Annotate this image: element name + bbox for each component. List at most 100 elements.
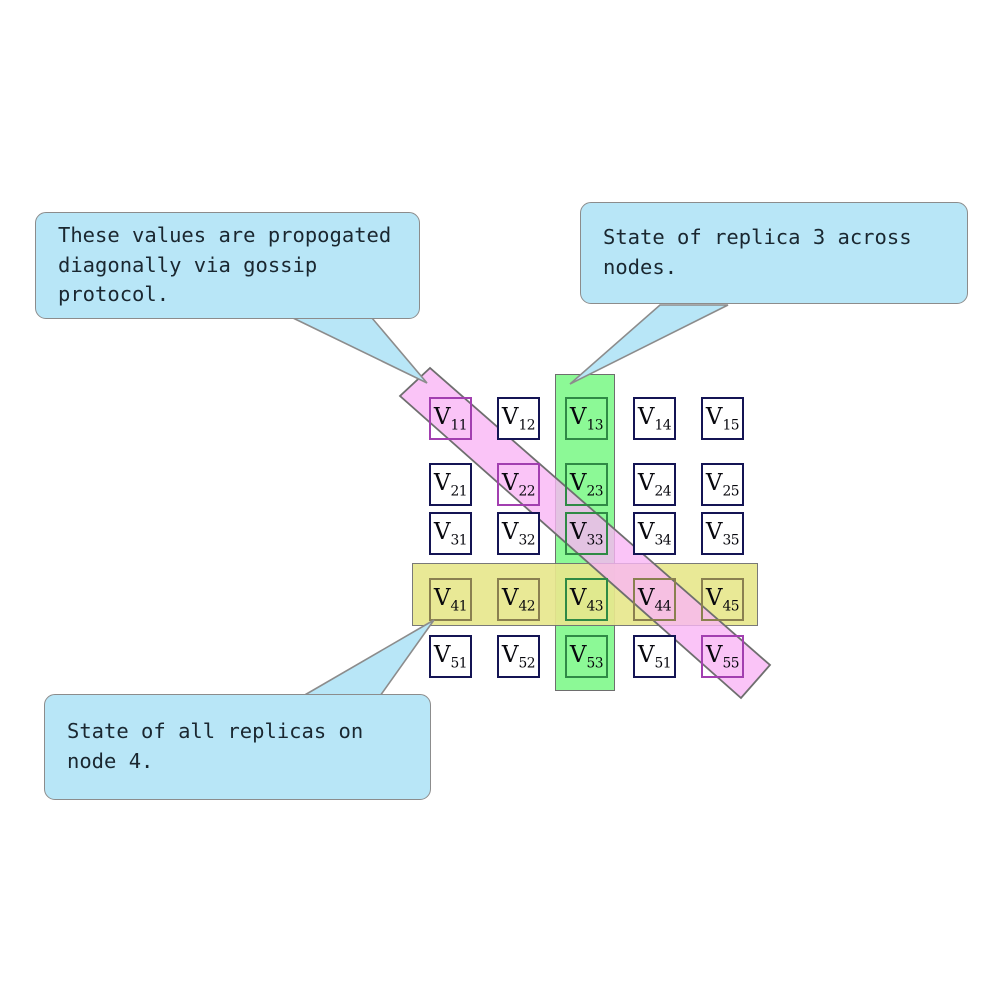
cell-subscript: 41 bbox=[450, 598, 468, 615]
grid-cell-v25[interactable]: V25 bbox=[701, 463, 744, 506]
cell-subscript: 23 bbox=[586, 483, 604, 500]
cell-base: V bbox=[705, 584, 723, 611]
grid-cell-v24[interactable]: V24 bbox=[633, 463, 676, 506]
cell-subscript: 13 bbox=[586, 417, 604, 434]
grid-cell-label: V55 bbox=[705, 641, 740, 672]
cell-subscript: 43 bbox=[586, 598, 604, 615]
grid-cell-v31[interactable]: V31 bbox=[429, 512, 472, 555]
grid-cell-label: V51 bbox=[637, 641, 672, 672]
grid-cell-v42[interactable]: V42 bbox=[497, 578, 540, 621]
cell-base: V bbox=[569, 518, 587, 545]
cell-base: V bbox=[501, 518, 519, 545]
grid-cell-label: V35 bbox=[705, 518, 740, 549]
grid-cell-label: V22 bbox=[501, 469, 536, 500]
grid-cell-v51[interactable]: V51 bbox=[633, 635, 676, 678]
grid-cell-v35[interactable]: V35 bbox=[701, 512, 744, 555]
cell-subscript: 32 bbox=[518, 532, 536, 549]
grid-cell-label: V24 bbox=[638, 471, 672, 499]
cell-base: V bbox=[569, 584, 587, 611]
cell-base: V bbox=[501, 469, 519, 496]
cell-subscript: 33 bbox=[586, 532, 604, 549]
grid-cell-label: V32 bbox=[501, 518, 536, 549]
grid-cell-label: V41 bbox=[433, 584, 468, 615]
grid-cell-label: V25 bbox=[705, 469, 740, 500]
grid-cell-label: V42 bbox=[501, 584, 536, 615]
cell-base: V bbox=[637, 641, 655, 668]
cell-base: V bbox=[433, 584, 451, 611]
cell-base: V bbox=[705, 641, 723, 668]
cell-base: V bbox=[705, 469, 723, 496]
cell-subscript: 21 bbox=[450, 483, 468, 500]
grid-cell-v32[interactable]: V32 bbox=[497, 512, 540, 555]
grid-cell-label: V43 bbox=[569, 584, 604, 615]
grid-cell-v41[interactable]: V41 bbox=[429, 578, 472, 621]
cell-subscript: 22 bbox=[518, 483, 536, 500]
grid-cell-label: V21 bbox=[434, 471, 468, 500]
grid-cell-v12[interactable]: V12 bbox=[497, 397, 540, 440]
grid-cell-v45[interactable]: V45 bbox=[701, 578, 744, 621]
grid-cell-v34[interactable]: V34 bbox=[633, 512, 676, 555]
grid-cell-v33[interactable]: V33 bbox=[565, 512, 608, 555]
callout-node4: State of all replicas on node 4. bbox=[44, 694, 431, 800]
grid-cell-label: V34 bbox=[637, 518, 672, 549]
grid-cell-v51[interactable]: V51 bbox=[429, 635, 472, 678]
grid-cell-v55[interactable]: V55 bbox=[701, 635, 744, 678]
grid-cell-label: V51 bbox=[434, 643, 468, 672]
grid-cell-label: V33 bbox=[569, 518, 604, 549]
grid-cell-v43[interactable]: V43 bbox=[565, 578, 608, 621]
grid-cell-v22[interactable]: V22 bbox=[497, 463, 540, 506]
grid-cell-v21[interactable]: V21 bbox=[429, 463, 472, 506]
cell-subscript: 55 bbox=[722, 655, 740, 672]
cell-base: V bbox=[637, 518, 655, 545]
callout-tail-gossip bbox=[292, 317, 428, 384]
cell-subscript: 44 bbox=[654, 598, 672, 615]
grid-cell-v52[interactable]: V52 bbox=[497, 635, 540, 678]
grid-cell-label: V14 bbox=[637, 403, 672, 434]
cell-subscript: 11 bbox=[450, 417, 468, 434]
cell-base: V bbox=[501, 641, 519, 668]
cell-base: V bbox=[705, 403, 723, 430]
grid-cell-v15[interactable]: V15 bbox=[701, 397, 744, 440]
cell-subscript: 51 bbox=[450, 655, 468, 672]
cell-subscript: 42 bbox=[518, 598, 536, 615]
cell-base: V bbox=[569, 469, 587, 496]
grid-cell-v13[interactable]: V13 bbox=[565, 397, 608, 440]
cell-base: V bbox=[501, 584, 519, 611]
grid-cell-label: V45 bbox=[705, 584, 740, 615]
cell-subscript: 12 bbox=[518, 417, 536, 434]
callout-gossip: These values are propogated diagonally v… bbox=[35, 212, 420, 319]
cell-base: V bbox=[705, 518, 723, 545]
grid-cell-label: V44 bbox=[637, 584, 672, 615]
grid-cell-label: V23 bbox=[569, 469, 604, 500]
grid-cell-label: V52 bbox=[501, 641, 536, 672]
grid-cell-v44[interactable]: V44 bbox=[633, 578, 676, 621]
callout-replica3: State of replica 3 across nodes. bbox=[580, 202, 968, 304]
callout-tail-replica3 bbox=[569, 304, 729, 385]
cell-base: V bbox=[433, 518, 451, 545]
cell-base: V bbox=[433, 403, 451, 430]
cell-subscript: 35 bbox=[722, 532, 740, 549]
cell-subscript: 52 bbox=[518, 655, 536, 672]
grid-cell-v14[interactable]: V14 bbox=[633, 397, 676, 440]
cell-base: V bbox=[637, 403, 655, 430]
cell-subscript: 45 bbox=[722, 598, 740, 615]
grid-cell-v53[interactable]: V53 bbox=[565, 635, 608, 678]
cell-base: V bbox=[637, 584, 655, 611]
grid-cell-v11[interactable]: V11 bbox=[429, 397, 472, 440]
cell-subscript: 14 bbox=[654, 417, 672, 434]
grid-cell-label: V15 bbox=[705, 403, 740, 434]
gossip-diagonal-shape bbox=[398, 366, 772, 700]
cell-subscript: 51 bbox=[654, 655, 672, 672]
grid-cell-label: V31 bbox=[433, 518, 468, 548]
grid-cell-v23[interactable]: V23 bbox=[565, 463, 608, 506]
grid-cell-label: V12 bbox=[501, 403, 536, 434]
cell-subscript: 25 bbox=[722, 483, 740, 500]
grid-cell-label: V13 bbox=[570, 405, 604, 434]
cell-subscript: 15 bbox=[722, 417, 740, 434]
cell-subscript: 34 bbox=[654, 532, 672, 549]
cell-subscript: 53 bbox=[586, 655, 604, 672]
grid-cell-label: V53 bbox=[570, 643, 604, 672]
cell-base: V bbox=[501, 403, 519, 430]
